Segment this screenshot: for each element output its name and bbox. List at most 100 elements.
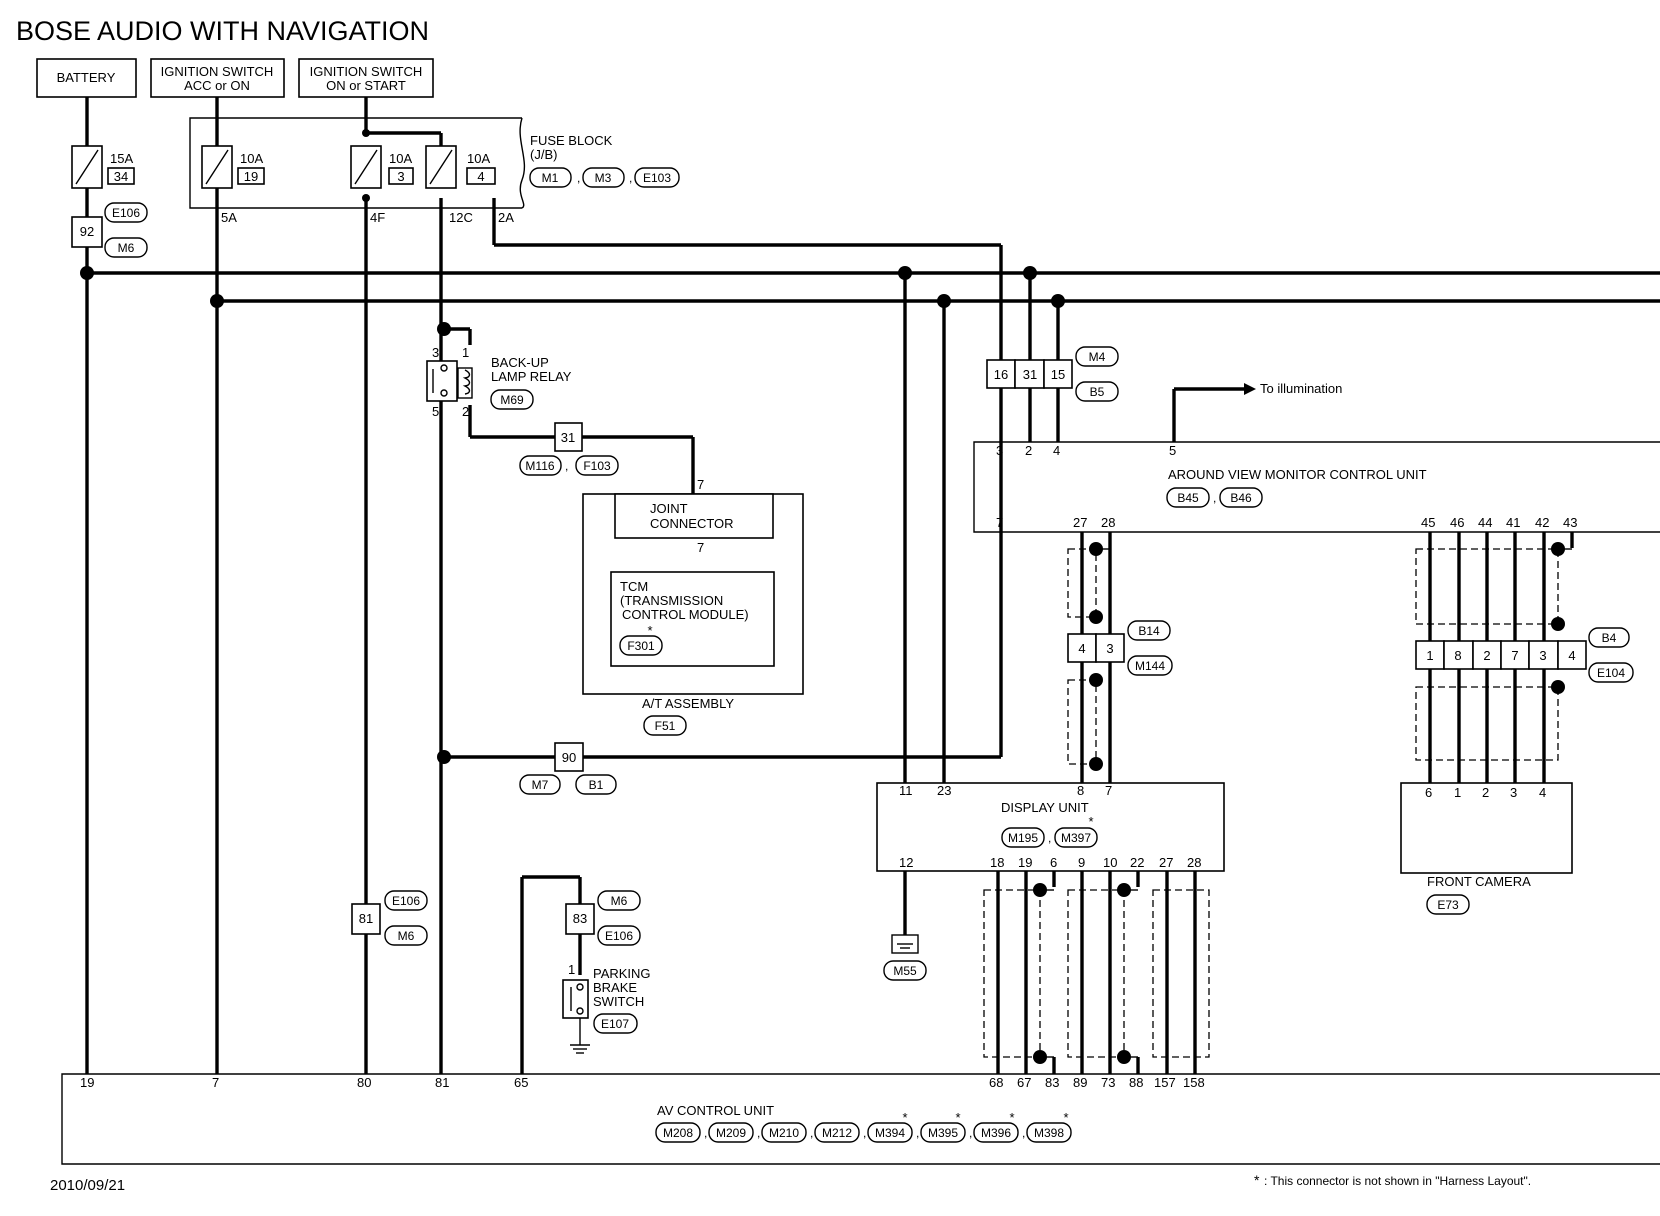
svg-text:*: * <box>647 623 652 638</box>
svg-text:M210: M210 <box>769 1126 799 1140</box>
av-unit-connectors: M208 M209 M210 M212 M394 M395 M396 M398 … <box>655 1110 1072 1143</box>
svg-text:,: , <box>704 1126 707 1140</box>
fuse-block-conn-m3: M3 <box>595 171 612 185</box>
fuse-10a-19: 10A 19 <box>201 145 265 189</box>
svg-text:4: 4 <box>1568 648 1575 663</box>
svg-text:,: , <box>757 1126 760 1140</box>
svg-text:M395: M395 <box>928 1126 958 1140</box>
svg-text:M7: M7 <box>532 778 549 792</box>
parking-brake-switch: 1 PARKING BRAKE SWITCH E107 <box>562 962 651 1054</box>
svg-text:10A: 10A <box>467 151 490 166</box>
svg-text:M116: M116 <box>525 459 554 473</box>
svg-text:3: 3 <box>1106 641 1113 656</box>
svg-text:M195: M195 <box>1008 831 1038 845</box>
svg-text:,: , <box>1048 831 1051 845</box>
svg-text:2: 2 <box>1482 785 1489 800</box>
svg-text:B46: B46 <box>1230 491 1252 505</box>
svg-text:B14: B14 <box>1138 624 1160 638</box>
svg-text:80: 80 <box>357 1075 371 1090</box>
avm-label: AROUND VIEW MONITOR CONTROL UNIT <box>1168 467 1427 482</box>
svg-text:,: , <box>1022 1126 1025 1140</box>
fuse-term-2a: 2A <box>498 210 514 225</box>
svg-text:*: * <box>1254 1172 1260 1188</box>
svg-text:4: 4 <box>477 169 484 184</box>
svg-text:89: 89 <box>1073 1075 1087 1090</box>
svg-text:15: 15 <box>1051 367 1065 382</box>
svg-text:B5: B5 <box>1090 385 1105 399</box>
svg-text:BRAKE: BRAKE <box>593 980 637 995</box>
footnote: : This connector is not shown in "Harnes… <box>1264 1174 1531 1188</box>
svg-text:3: 3 <box>996 443 1003 458</box>
svg-text:3: 3 <box>432 345 439 360</box>
svg-text:44: 44 <box>1478 515 1492 530</box>
fuse-term-4f: 4F <box>370 210 385 225</box>
svg-text:F301: F301 <box>627 639 655 653</box>
svg-text:A/T ASSEMBLY: A/T ASSEMBLY <box>642 696 734 711</box>
svg-text:4: 4 <box>1078 641 1085 656</box>
front-camera: 6 1 2 3 4 FRONT CAMERA E73 <box>1400 782 1573 915</box>
svg-text:10A: 10A <box>240 151 263 166</box>
at-assembly: 7 JOINT CONNECTOR 7 TCM (TRANSMISSION CO… <box>582 477 804 736</box>
ignition-on-box: IGNITION SWITCH ON or START <box>298 58 434 98</box>
ignition-acc-box: IGNITION SWITCH ACC or ON <box>150 58 285 98</box>
fuse-term-5a: 5A <box>221 210 237 225</box>
svg-text:41: 41 <box>1506 515 1520 530</box>
svg-text:3: 3 <box>1510 785 1517 800</box>
svg-text:92: 92 <box>80 224 94 239</box>
wires <box>85 97 1660 1074</box>
svg-text:2: 2 <box>462 404 469 419</box>
junction-dots <box>80 129 1565 1064</box>
svg-text:M4: M4 <box>1089 350 1106 364</box>
svg-text:22: 22 <box>1130 855 1144 870</box>
svg-text:10A: 10A <box>389 151 412 166</box>
svg-text:M6: M6 <box>611 894 628 908</box>
svg-text:TCM: TCM <box>620 579 648 594</box>
svg-text:6: 6 <box>1050 855 1057 870</box>
svg-text:46: 46 <box>1450 515 1464 530</box>
svg-text:(TRANSMISSION: (TRANSMISSION <box>620 593 723 608</box>
svg-text:BACK-UP: BACK-UP <box>491 355 549 370</box>
svg-text:11: 11 <box>899 783 913 798</box>
svg-text:19: 19 <box>244 169 258 184</box>
fuse-block-label: FUSE BLOCK <box>530 133 613 148</box>
svg-text:83: 83 <box>1045 1075 1059 1090</box>
svg-text:JOINT: JOINT <box>650 501 688 516</box>
svg-text:,: , <box>1213 491 1216 505</box>
svg-text:M6: M6 <box>398 929 415 943</box>
svg-text:5: 5 <box>432 404 439 419</box>
svg-text:CONTROL MODULE): CONTROL MODULE) <box>622 607 749 622</box>
fuse-10a-4: 10A 4 <box>425 145 496 189</box>
svg-text:1: 1 <box>1454 785 1461 800</box>
fuse-10a-3: 10A 3 <box>350 145 414 189</box>
svg-text:16: 16 <box>994 367 1008 382</box>
svg-text:19: 19 <box>1018 855 1032 870</box>
svg-text:15A: 15A <box>110 151 133 166</box>
connector-b14: 4 3 B14 M144 <box>1067 620 1173 676</box>
svg-text:1: 1 <box>568 962 575 977</box>
front-camera-label: FRONT CAMERA <box>1427 874 1531 889</box>
svg-text:81: 81 <box>435 1075 449 1090</box>
svg-text:M208: M208 <box>663 1126 693 1140</box>
svg-text:90: 90 <box>562 750 576 765</box>
svg-text:,: , <box>577 171 580 185</box>
svg-text:2: 2 <box>1483 648 1490 663</box>
svg-text:1: 1 <box>1426 648 1433 663</box>
svg-text:23: 23 <box>937 783 951 798</box>
svg-text:7: 7 <box>212 1075 219 1090</box>
svg-text:27: 27 <box>1159 855 1173 870</box>
svg-text:F103: F103 <box>583 459 611 473</box>
svg-text:4: 4 <box>1539 785 1546 800</box>
svg-text:7: 7 <box>1511 648 1518 663</box>
fuse-block: FUSE BLOCK (J/B) M1 , M3 , E103 5A 4F 12… <box>189 117 680 225</box>
svg-text:4: 4 <box>1053 443 1060 458</box>
svg-text:28: 28 <box>1187 855 1201 870</box>
svg-text:18: 18 <box>990 855 1004 870</box>
page-title: BOSE AUDIO WITH NAVIGATION <box>16 16 429 46</box>
svg-text:6: 6 <box>1425 785 1432 800</box>
svg-text:43: 43 <box>1563 515 1577 530</box>
battery-box: BATTERY <box>36 58 137 98</box>
svg-text:M398: M398 <box>1034 1126 1064 1140</box>
display-unit-label: DISPLAY UNIT <box>1001 800 1089 815</box>
svg-text:*: * <box>1088 814 1093 829</box>
